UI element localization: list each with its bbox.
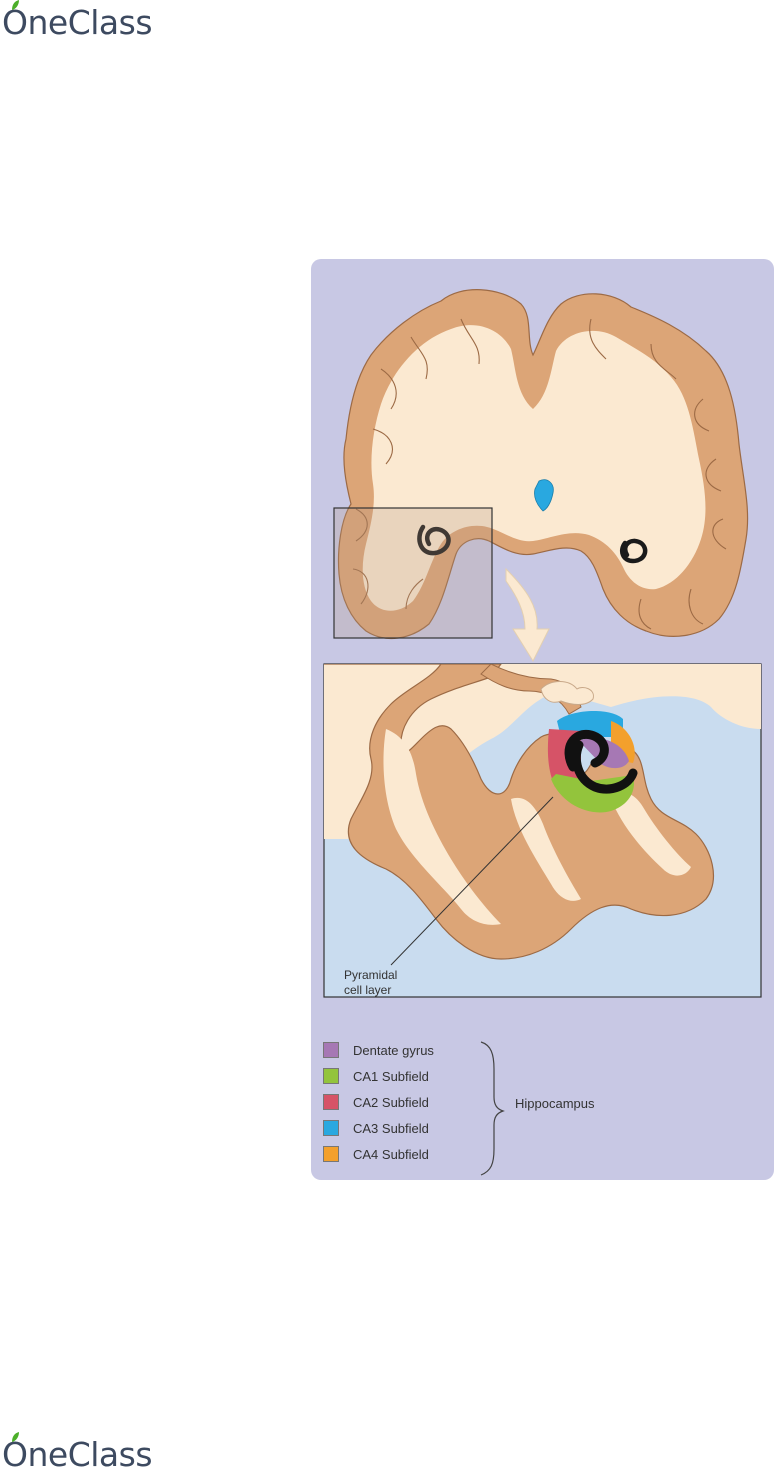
legend-label: Dentate gyrus — [353, 1043, 434, 1058]
legend-item-ca1: CA1 Subfield — [323, 1066, 429, 1086]
logo-wordmark: OneClass — [2, 1438, 152, 1471]
legend-label: CA2 Subfield — [353, 1095, 429, 1110]
leaf-icon — [11, 1432, 20, 1443]
oneclass-logo-top: OneClass — [2, 6, 152, 39]
oneclass-logo-bottom: OneClass — [2, 1438, 152, 1471]
legend-swatch — [323, 1146, 339, 1162]
legend-item-ca4: CA4 Subfield — [323, 1144, 429, 1164]
legend-swatch — [323, 1068, 339, 1084]
legend-item-ca3: CA3 Subfield — [323, 1118, 429, 1138]
callout-label-line1: Pyramidal — [344, 968, 397, 983]
legend-label: CA4 Subfield — [353, 1147, 429, 1162]
legend-swatch — [323, 1042, 339, 1058]
hippocampus-group-label: Hippocampus — [515, 1096, 595, 1111]
legend-label: CA3 Subfield — [353, 1121, 429, 1136]
legend: Dentate gyrus CA1 Subfield CA2 Subfield … — [323, 1040, 623, 1170]
selection-box — [334, 508, 492, 638]
callout-label-line2: cell layer — [344, 983, 397, 998]
legend-item-ca2: CA2 Subfield — [323, 1092, 429, 1112]
zoom-arrow — [506, 569, 549, 661]
leaf-icon — [11, 0, 20, 11]
legend-label: CA1 Subfield — [353, 1069, 429, 1084]
zoomed-inset — [324, 664, 761, 997]
pyramidal-cell-layer-label: Pyramidal cell layer — [344, 968, 397, 998]
legend-swatch — [323, 1094, 339, 1110]
logo-wordmark: OneClass — [2, 6, 152, 39]
coronal-brain-section — [334, 290, 748, 661]
legend-item-dentate-gyrus: Dentate gyrus — [323, 1040, 434, 1060]
legend-swatch — [323, 1120, 339, 1136]
